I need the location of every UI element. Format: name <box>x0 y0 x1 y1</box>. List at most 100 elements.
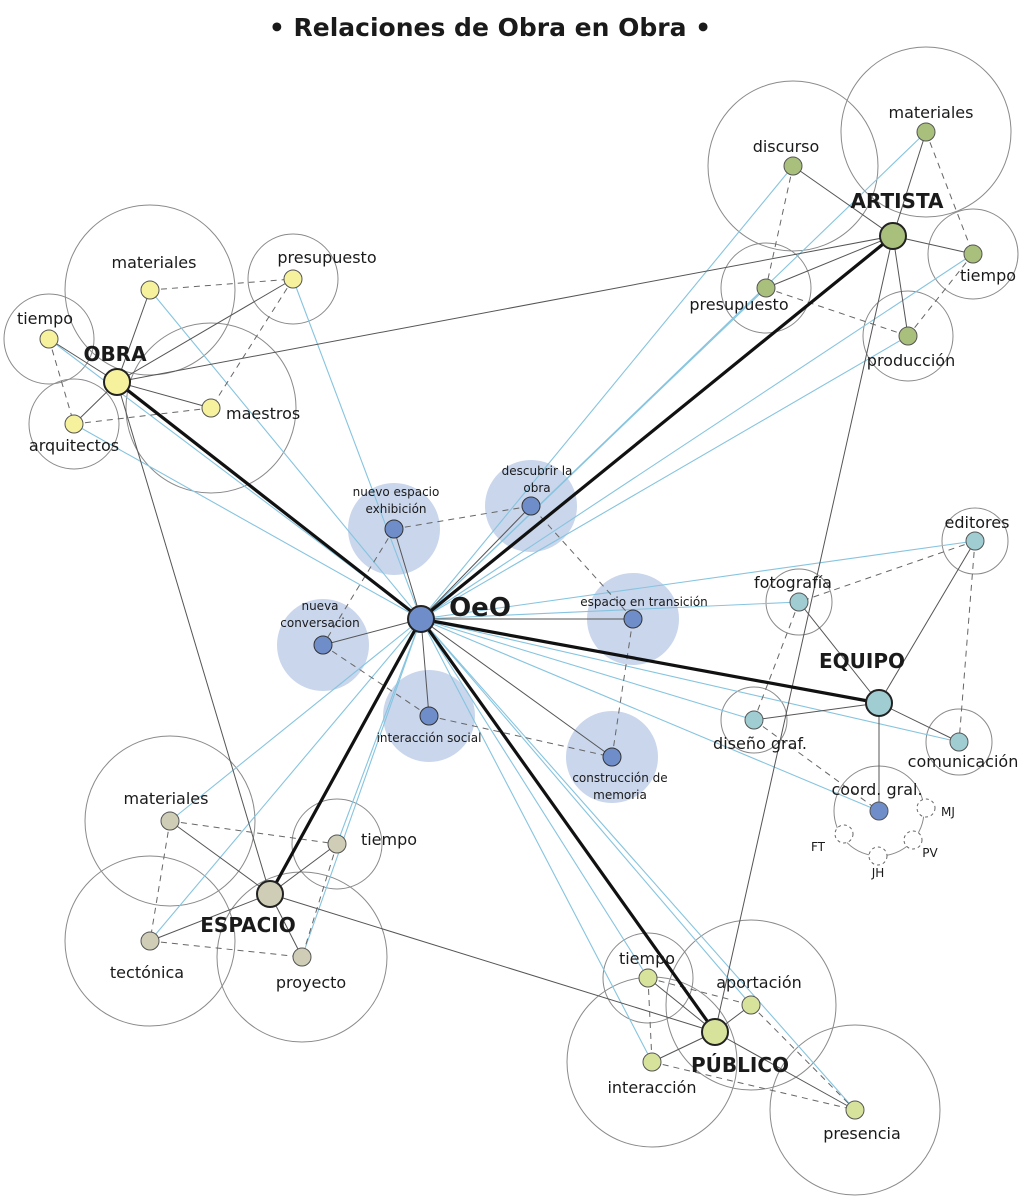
equipo-hub-label: EQUIPO <box>819 649 905 673</box>
cyan-link <box>336 618 422 845</box>
grouping-circle <box>28 378 120 470</box>
theme-node <box>384 519 404 539</box>
strong-link-publico <box>419 618 717 1033</box>
team-member-pv <box>903 830 923 850</box>
cyan-link <box>169 618 422 822</box>
dashed-link <box>169 820 338 845</box>
espacio-item-label-proyecto: proyecto <box>276 973 346 992</box>
thin-link <box>647 977 716 1033</box>
cyan-link <box>420 618 856 1111</box>
artista-hub-node <box>879 222 907 250</box>
equipo-hub-node <box>865 689 893 717</box>
artista-item-label-discurso: discurso <box>753 137 820 156</box>
strong-link-equipo <box>420 617 880 705</box>
cyan-link <box>73 423 422 620</box>
grouping-circle <box>64 855 236 1027</box>
equipo-item-label-diseno-graf: diseño graf. <box>713 734 807 753</box>
grouping-circle <box>3 293 95 385</box>
grouping-circle <box>125 322 297 494</box>
publico-item-label-aportacion: aportación <box>716 973 802 992</box>
espacio-item-label-tectonica: tectónica <box>110 963 184 982</box>
artista-hub-label: ARTISTA <box>850 189 944 213</box>
espacio-item-node <box>327 834 347 854</box>
equipo-item-label-comunicacion: comunicación <box>908 752 1019 771</box>
dashed-link <box>210 278 294 409</box>
team-member-label-jh: JH <box>871 866 885 880</box>
theme-link <box>322 618 422 646</box>
strong-link-espacio <box>268 618 423 895</box>
dashed-links <box>48 131 976 1111</box>
dashed-link <box>149 820 171 942</box>
grouping-circle <box>927 208 1019 300</box>
obra-item-node <box>140 280 160 300</box>
dashed-link <box>765 165 794 289</box>
cyan-link <box>420 253 974 620</box>
artista-item-node <box>783 156 803 176</box>
artista-item-label-presupuesto: presupuesto <box>689 295 788 314</box>
nodes <box>39 122 985 1120</box>
thin-link <box>892 235 909 337</box>
obra-item-node <box>201 398 221 418</box>
publico-item-label-interaccion: interacción <box>607 1078 696 1097</box>
theme-label-espacio-en-transicion: espacio en transición <box>580 595 708 609</box>
dashed-link <box>651 1061 856 1111</box>
grouping-circle <box>707 80 879 252</box>
dashed-link <box>958 540 976 743</box>
cyan-link <box>301 618 422 958</box>
thin-link <box>753 702 880 721</box>
publico-item-label-tiempo: tiempo <box>619 949 675 968</box>
thin-link <box>798 601 880 704</box>
artista-item-node <box>756 278 776 298</box>
cyan-link <box>420 601 800 620</box>
team-member-mj <box>916 798 936 818</box>
grouping-circle <box>84 735 256 907</box>
grouping-circle <box>216 871 388 1043</box>
espacio-item-node <box>140 931 160 951</box>
equipo-item-node <box>965 531 985 551</box>
publico-item-node <box>845 1100 865 1120</box>
cyan-link <box>420 618 653 1063</box>
thin-link <box>765 235 894 289</box>
artista-item-node <box>963 244 983 264</box>
espacio-hub-node <box>256 880 284 908</box>
grouping-circle <box>765 568 833 636</box>
dashed-link <box>322 528 395 646</box>
equipo-item-node <box>869 801 889 821</box>
espacio-item-node <box>292 947 312 967</box>
dashed-link <box>530 505 634 620</box>
grouping-circles <box>3 46 1019 1196</box>
obra-item-label-maestros: maestros <box>226 404 300 423</box>
grouping-circle <box>941 507 1009 575</box>
cyan-link <box>420 618 752 1006</box>
artista-item-label-tiempo: tiempo <box>960 266 1016 285</box>
grouping-circle <box>720 242 812 334</box>
theme-node <box>419 706 439 726</box>
strong-link-obra <box>116 380 422 621</box>
theme-link <box>420 505 532 620</box>
thin-link <box>116 381 212 409</box>
theme-label-interaccion-social: interacción social <box>377 731 482 745</box>
grouping-circle <box>862 290 954 382</box>
hub-link <box>116 381 271 895</box>
grouping-circle <box>769 1024 941 1196</box>
dashed-link <box>393 505 532 530</box>
publico-hub-node <box>701 1018 729 1046</box>
thin-link <box>116 289 151 383</box>
theme-node <box>623 609 643 629</box>
hub-link <box>269 893 716 1033</box>
dashed-link <box>753 719 880 812</box>
theme-node <box>313 635 333 655</box>
equipo-item-label-editores: editores <box>945 513 1010 532</box>
grouping-circle <box>291 798 383 890</box>
thin-link <box>892 131 927 237</box>
obra-item-label-presupuesto: presupuesto <box>277 248 376 267</box>
equipo-item-node <box>744 710 764 730</box>
artista-item-label-materiales: materiales <box>889 103 974 122</box>
center-node <box>407 605 435 633</box>
publico-item-node <box>642 1052 662 1072</box>
theme-link <box>420 618 430 717</box>
cyan-link <box>149 289 422 620</box>
